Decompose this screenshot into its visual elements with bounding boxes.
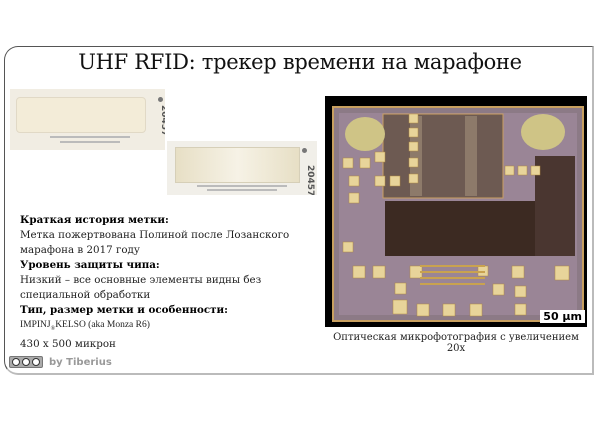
- protection-heading: Уровень защиты чипа:: [20, 259, 160, 271]
- page-title: UHF RFID: трекер времени на марафоне: [78, 50, 522, 74]
- cc-by-icon: [9, 356, 43, 368]
- tag-info: Краткая история метки: Метка пожертвован…: [20, 213, 289, 352]
- tag-number: 20457: [159, 105, 165, 137]
- chip-size: 430 x 500 микрон: [20, 337, 116, 350]
- slide-frame: [4, 46, 594, 375]
- chip-caption: Оптическая микрофотография с увеличением…: [333, 332, 579, 354]
- tag-number: 20457: [305, 165, 315, 195]
- chip-type: IMPINJ®KELSO (aka Monza R6): [20, 318, 289, 337]
- history-text: марафона в 2017 году: [20, 244, 140, 256]
- registered-mark: ®: [50, 325, 56, 332]
- author-credit: by Tiberius: [49, 356, 112, 368]
- chip-vendor: IMPINJ: [20, 320, 51, 330]
- chip-micrograph: 50 µm: [325, 96, 587, 327]
- rfid-tag-photo-antenna: 20457: [167, 141, 317, 195]
- rfid-tag-photo-front: 20457: [10, 89, 165, 150]
- protection-text: Низкий – все основные элементы видны без: [20, 274, 262, 286]
- footer: by Tiberius: [9, 356, 112, 368]
- protection-text: специальной обработки: [20, 289, 151, 301]
- scale-bar: 50 µm: [540, 310, 585, 325]
- type-heading: Тип, размер метки и особенности:: [20, 304, 228, 316]
- history-heading: Краткая история метки:: [20, 214, 169, 226]
- history-text: Метка пожертвована Полиной после Лозанск…: [20, 229, 290, 241]
- chip-model: KELSO (aka Monza R6): [55, 320, 150, 330]
